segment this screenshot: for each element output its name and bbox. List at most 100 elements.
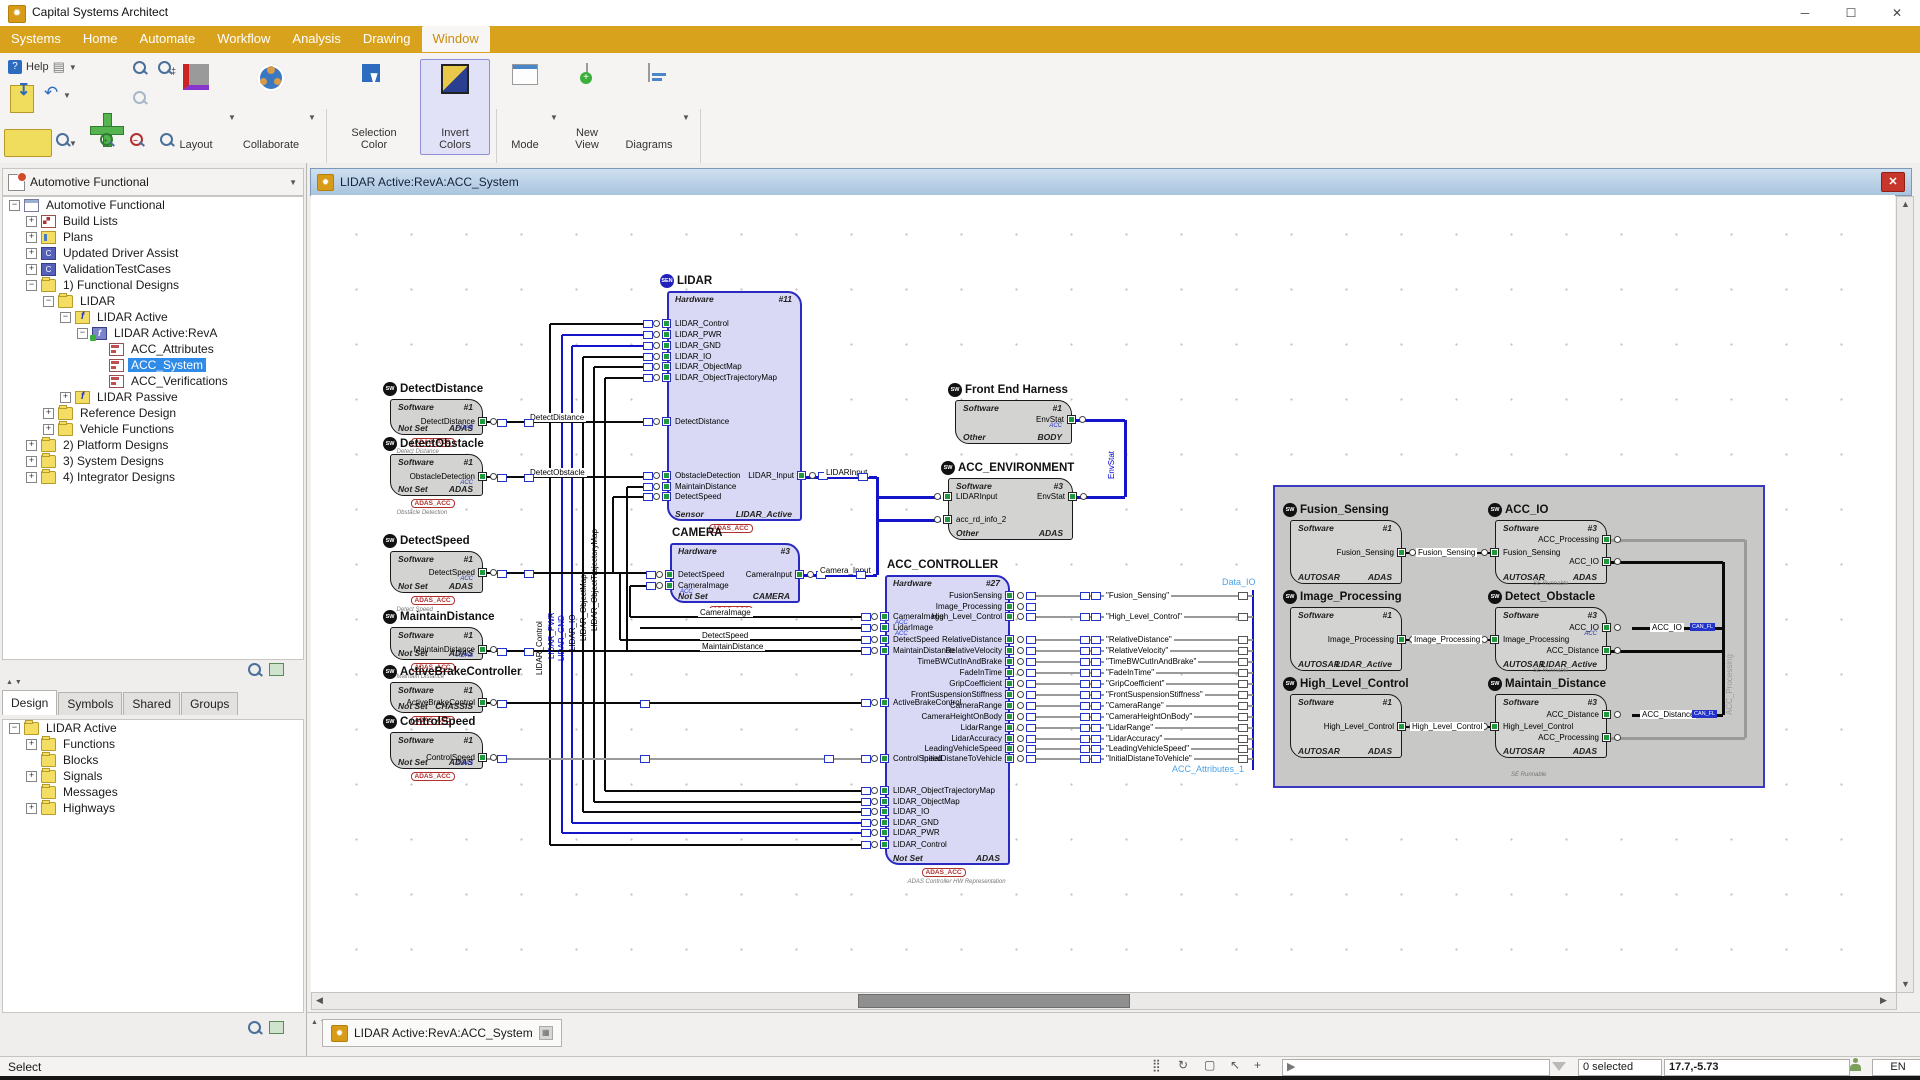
palette-tab-symbols[interactable]: Symbols (58, 692, 122, 715)
tree-label[interactable]: Updated Driver Assist (60, 246, 181, 260)
palette-tree-item[interactable]: Messages (3, 784, 303, 800)
expand-icon[interactable]: − (77, 328, 88, 339)
navigator-scope-select[interactable]: Automotive Functional ▼ (2, 168, 304, 196)
tree-search-icon[interactable] (248, 663, 261, 676)
selection-color-button[interactable]: Selection Color (332, 59, 416, 155)
diagram-canvas[interactable] (311, 195, 1895, 992)
ribbon-tab-systems[interactable]: Systems (0, 26, 72, 52)
tree-label[interactable]: ACC_System (128, 358, 206, 372)
tree-label[interactable]: Vehicle Functions (77, 422, 177, 436)
open-sheet-button[interactable] (4, 129, 52, 157)
scroll-down-icon[interactable]: ▼ (1901, 977, 1910, 991)
palette-tree-item[interactable]: + Highways (3, 800, 303, 816)
design-tree-item[interactable]: +fLIDAR Passive (3, 389, 303, 405)
ribbon-tab-home[interactable]: Home (72, 26, 129, 52)
expand-icon[interactable]: + (26, 803, 37, 814)
expand-icon[interactable]: + (43, 424, 54, 435)
design-tree-item[interactable]: −1) Functional Designs (3, 277, 303, 293)
design-tree-item[interactable]: − LIDAR (3, 293, 303, 309)
pointer-icon[interactable]: ↖ (1230, 1058, 1240, 1072)
rotate-icon[interactable]: ↻ (1178, 1058, 1188, 1072)
tree-label[interactable]: Messages (60, 785, 121, 799)
tree-export-icon[interactable] (269, 663, 284, 676)
scrollbar-thumb[interactable] (858, 994, 1130, 1008)
close-button[interactable]: ✕ (1874, 0, 1920, 26)
tree-label[interactable]: 2) Platform Designs (60, 438, 171, 452)
expand-icon[interactable]: + (26, 216, 37, 227)
diagram-close-button[interactable]: ✕ (1881, 172, 1905, 192)
tree-label[interactable]: LIDAR Active:RevA (111, 326, 220, 340)
expand-icon[interactable]: + (26, 232, 37, 243)
design-tree-item[interactable]: −Automotive Functional (3, 197, 303, 213)
tree-label[interactable]: Automotive Functional (43, 198, 168, 212)
tree-label[interactable]: Signals (60, 769, 105, 783)
zoom-out-icon[interactable]: − (130, 133, 148, 151)
expand-icon[interactable]: + (26, 440, 37, 451)
palette-tree-item[interactable]: +Functions (3, 736, 303, 752)
zoom-region-icon[interactable] (133, 91, 146, 109)
mode-button[interactable]: Mode (502, 59, 548, 155)
vertical-scrollbar[interactable]: ▲ ▼ (1896, 196, 1914, 993)
horizontal-scrollbar[interactable]: ◀ ▶ (311, 992, 1897, 1010)
ribbon-tab-window[interactable]: Window (422, 26, 490, 52)
design-tree-item[interactable]: +3) System Designs (3, 453, 303, 469)
zoom-in-icon[interactable]: + (100, 133, 118, 151)
script-field[interactable]: ▶ (1282, 1059, 1550, 1076)
scroll-left-icon[interactable]: ◀ (316, 993, 323, 1007)
undo-button[interactable]: ↶ ▼ (44, 83, 71, 103)
palette-tab-shared[interactable]: Shared (123, 692, 180, 715)
design-tree-item[interactable]: +Plans (3, 229, 303, 245)
ribbon-tab-automate[interactable]: Automate (129, 26, 207, 52)
diagrams-button[interactable]: Diagrams (620, 59, 678, 155)
design-tree-item[interactable]: −fLIDAR Active:RevA (3, 325, 303, 341)
palette-tab-design[interactable]: Design (2, 690, 57, 715)
layout-button[interactable]: Layout (168, 59, 224, 155)
tree-label[interactable]: LIDAR (77, 294, 118, 308)
expand-icon[interactable]: + (26, 456, 37, 467)
layout-dropdown-icon[interactable]: ▼ (228, 113, 236, 122)
expand-icon[interactable]: + (60, 392, 71, 403)
tree-label[interactable]: 1) Functional Designs (60, 278, 182, 292)
mode-dropdown-icon[interactable]: ▼ (550, 113, 558, 122)
design-tree-item[interactable]: ACC_Attributes (3, 341, 303, 357)
tree-label[interactable]: LIDAR Active (43, 721, 120, 735)
tree-label[interactable]: Highways (60, 801, 118, 815)
palette-tree-item[interactable]: +Signals (3, 768, 303, 784)
palette-tab-groups[interactable]: Groups (181, 692, 238, 715)
expand-icon[interactable]: + (26, 739, 37, 750)
user-icon[interactable] (1850, 1064, 1861, 1071)
expand-icon[interactable]: − (60, 312, 71, 323)
scroll-up-icon[interactable]: ▲ (1901, 197, 1910, 211)
tree-label[interactable]: LIDAR Passive (94, 390, 181, 404)
palette-search-icon[interactable] (248, 1021, 261, 1034)
tree-label[interactable]: Build Lists (60, 214, 121, 228)
tree-label[interactable]: 4) Integrator Designs (60, 470, 178, 484)
expand-icon[interactable]: − (9, 723, 20, 734)
tree-label[interactable]: Blocks (60, 753, 101, 767)
expand-icon[interactable]: − (43, 296, 54, 307)
tree-label[interactable]: ACC_Attributes (128, 342, 217, 356)
design-tree-item[interactable]: +Reference Design (3, 405, 303, 421)
print-icon[interactable]: ▤ (53, 59, 65, 75)
design-tree-item[interactable]: +CValidationTestCases (3, 261, 303, 277)
diagrams-dropdown-icon[interactable]: ▼ (682, 113, 690, 122)
minimize-button[interactable]: ─ (1782, 0, 1828, 26)
tree-label[interactable]: ValidationTestCases (60, 262, 174, 276)
design-tree-item[interactable]: +2) Platform Designs (3, 437, 303, 453)
ribbon-tab-analysis[interactable]: Analysis (281, 26, 351, 52)
scroll-right-icon[interactable]: ▶ (1880, 993, 1887, 1007)
ribbon-tab-workflow[interactable]: Workflow (206, 26, 281, 52)
design-tree-item[interactable]: ACC_System (3, 357, 303, 373)
filter-icon[interactable] (1552, 1062, 1566, 1071)
expand-icon[interactable]: + (26, 472, 37, 483)
zoom-tool-button[interactable]: ▼ (56, 133, 77, 151)
design-tree-item[interactable]: −fLIDAR Active (3, 309, 303, 325)
print-dropdown-icon[interactable]: ▼ (69, 63, 77, 72)
expand-icon[interactable]: + (26, 264, 37, 275)
tree-label[interactable]: 3) System Designs (60, 454, 167, 468)
palette-tree-item[interactable]: Blocks (3, 752, 303, 768)
collaborate-dropdown-icon[interactable]: ▼ (308, 113, 316, 122)
tree-label[interactable]: LIDAR Active (94, 310, 171, 324)
zoom-view-icon[interactable] (133, 61, 146, 79)
selection-box-icon[interactable]: ▢ (1204, 1058, 1215, 1072)
